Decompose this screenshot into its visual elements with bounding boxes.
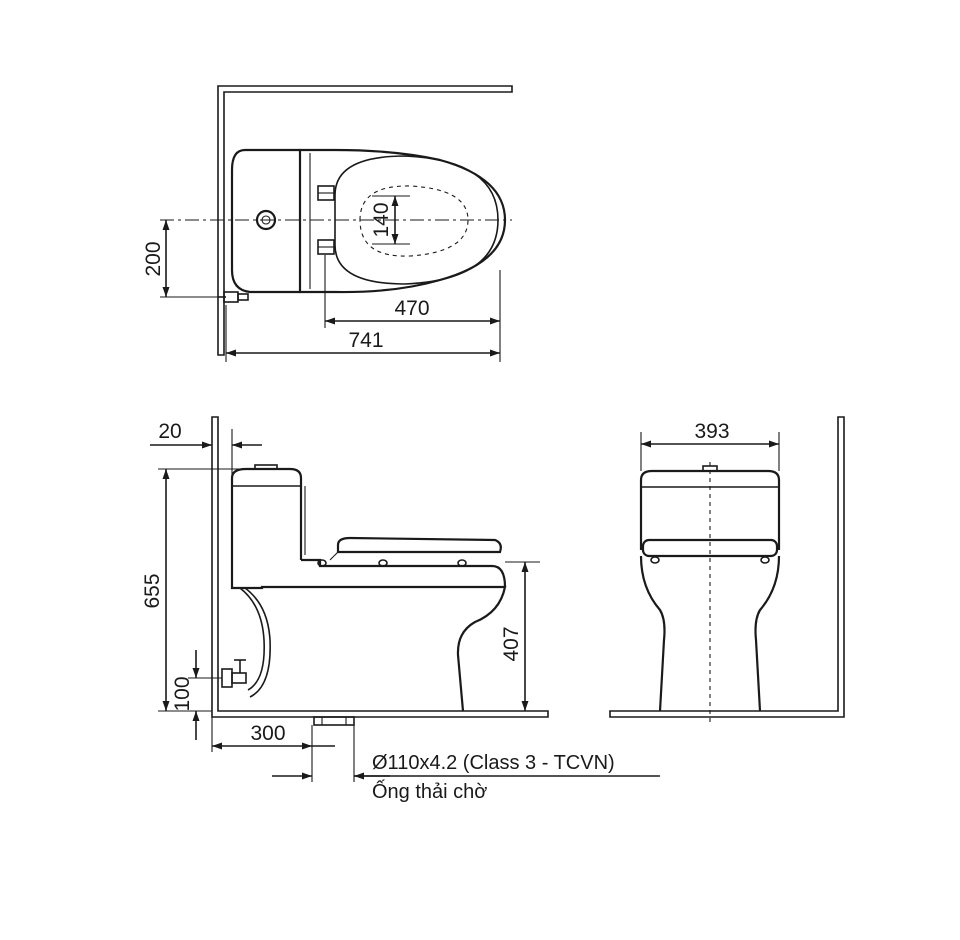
water-hose xyxy=(239,587,265,691)
top-view-body xyxy=(298,148,507,294)
outlet-pipe-icon xyxy=(313,716,355,726)
front-view-body xyxy=(639,555,666,712)
side-view-seat-lid xyxy=(336,536,502,554)
wall-valve-icon xyxy=(221,659,247,688)
front-view-seat xyxy=(641,538,779,558)
side-view-body xyxy=(230,478,507,712)
dim-front-width: 393 xyxy=(694,420,729,443)
dim-seat-hole: 140 xyxy=(370,202,393,237)
dim-seat-height: 407 xyxy=(500,626,523,661)
top-view-tank xyxy=(230,148,300,294)
front-view: 393 xyxy=(609,416,845,722)
seat-bumper-icon xyxy=(317,559,467,567)
note-pipe-label: Ống thải chờ xyxy=(372,779,487,803)
note-pipe-spec: Ø110x4.2 (Class 3 - TCVN) xyxy=(372,752,615,774)
side-view: 20 655 100 407 300 Ø110x4.2 (Class 3 - T… xyxy=(141,416,660,803)
dim-outlet-distance: 300 xyxy=(250,722,285,745)
front-view-wall xyxy=(609,416,845,718)
side-view-tank xyxy=(230,467,303,560)
hinge-bolt-icon xyxy=(317,185,335,255)
dim-inlet-height: 100 xyxy=(171,676,194,711)
dim-wall-offset: 200 xyxy=(142,241,165,276)
dim-total-height: 655 xyxy=(141,573,164,608)
top-view-wall xyxy=(217,85,513,356)
dim-wall-gap: 20 xyxy=(158,420,181,443)
dim-seat-length: 470 xyxy=(394,297,429,320)
top-view: 140 200 470 741 xyxy=(142,85,513,362)
top-view-seat-hole xyxy=(359,185,469,257)
dim-total-length: 741 xyxy=(348,329,383,352)
